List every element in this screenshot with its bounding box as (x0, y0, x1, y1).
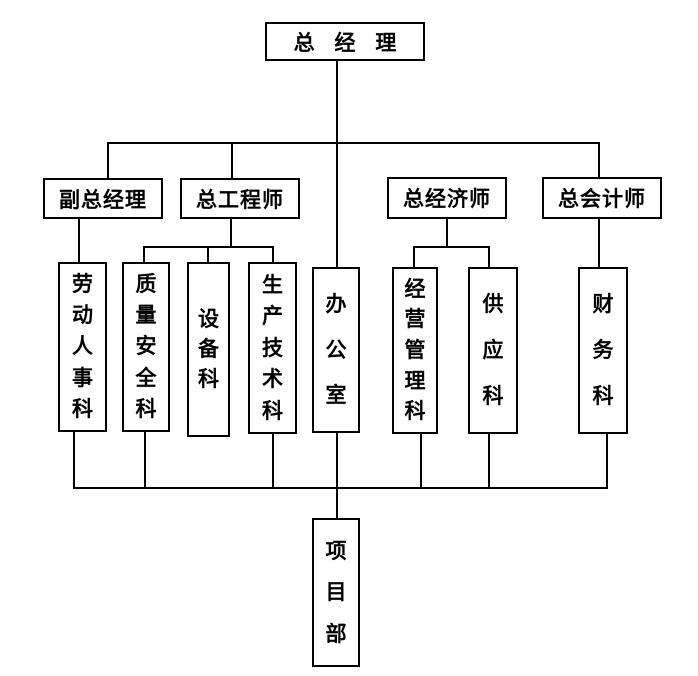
connector-supply-to-rail (488, 433, 490, 489)
deputy-general-manager-label: 副总经理 (59, 188, 147, 212)
connector-main-axis-lower (336, 432, 338, 518)
connector-labor-personnel-to-rail (73, 431, 75, 489)
connector-main-axis-upper (336, 60, 338, 268)
box-project-dept: 项目部 (312, 518, 360, 667)
chief-engineer-label: 总工程师 (196, 188, 284, 212)
connector-drop-equipment (207, 246, 209, 262)
finance-dept-label: 财务科 (592, 293, 614, 408)
general-manager-label: 总 经 理 (293, 31, 404, 55)
connector-bottom-rail (73, 487, 608, 489)
box-supply-dept: 供应科 (468, 267, 518, 434)
chief-economist-label: 总经济师 (403, 188, 491, 211)
connector-top-rail (107, 142, 600, 144)
connector-operations-management-to-rail (420, 433, 422, 489)
box-finance-dept: 财务科 (578, 267, 628, 434)
box-general-manager: 总 经 理 (265, 22, 425, 61)
connector-chief-economist-stem (446, 218, 448, 248)
operations-management-dept-label: 经营管理科 (404, 277, 426, 424)
connector-accountant-to-finance (598, 218, 600, 268)
box-chief-engineer: 总工程师 (180, 178, 300, 219)
equipment-dept-label: 设备科 (198, 308, 219, 391)
connector-drop-chief-accountant (598, 142, 600, 177)
office-label: 办公室 (325, 292, 347, 408)
box-quality-safety-dept: 质量安全科 (122, 262, 170, 432)
box-office: 办公室 (312, 267, 360, 433)
box-deputy-general-manager: 副总经理 (43, 178, 163, 219)
connector-drop-production-technology (272, 246, 274, 262)
box-production-technology-dept: 生产技术科 (248, 262, 297, 434)
connector-drop-quality-safety (143, 246, 145, 262)
supply-dept-label: 供应科 (482, 293, 504, 408)
connector-chief-engineer-stem (230, 218, 232, 248)
production-technology-dept-label: 生产技术科 (262, 273, 283, 423)
box-chief-economist: 总经济师 (387, 177, 507, 219)
connector-deputy-to-labor-personnel (78, 218, 80, 262)
quality-safety-dept-label: 质量安全科 (135, 273, 157, 421)
box-chief-accountant: 总会计师 (542, 177, 662, 219)
connector-drop-operations-management (413, 246, 415, 268)
labor-personnel-dept-label: 劳动人事科 (72, 273, 93, 421)
box-equipment-dept: 设备科 (187, 262, 230, 437)
connector-drop-chief-engineer (231, 142, 233, 178)
project-dept-label: 项目部 (325, 539, 347, 646)
connector-drop-supply (488, 246, 490, 268)
box-operations-management-dept: 经营管理科 (392, 267, 438, 434)
connector-drop-deputy-general-manager (107, 142, 109, 178)
box-labor-personnel-dept: 劳动人事科 (58, 262, 107, 432)
connector-quality-safety-to-rail (144, 431, 146, 489)
connector-chief-economist-rail (413, 246, 490, 248)
chief-accountant-label: 总会计师 (558, 188, 646, 211)
connector-finance-to-rail (606, 433, 608, 489)
connector-production-technology-to-rail (272, 433, 274, 489)
